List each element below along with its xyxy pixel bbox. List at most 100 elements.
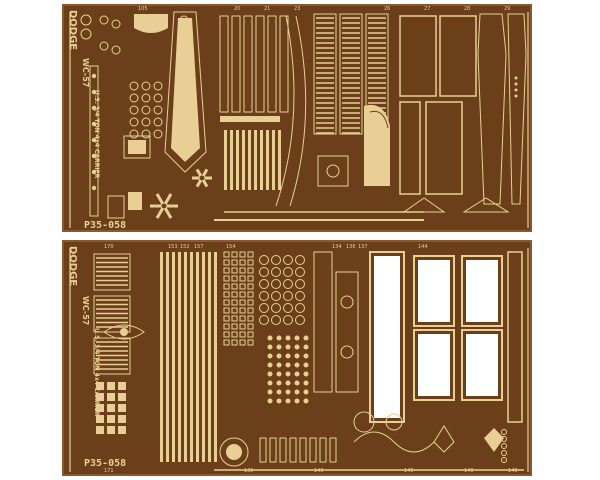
window-frame — [369, 251, 405, 423]
ring-part — [295, 255, 305, 265]
badge-part — [364, 104, 390, 186]
link-part — [239, 251, 246, 258]
small-washer — [129, 105, 139, 115]
rivet — [285, 353, 291, 359]
link-part — [247, 315, 254, 322]
part-number: 20 — [234, 6, 241, 12]
link-part — [223, 331, 230, 338]
bracket-part — [462, 197, 510, 213]
rivet — [276, 380, 282, 386]
ring-part — [271, 303, 281, 313]
link-part — [223, 259, 230, 266]
rivet — [294, 380, 300, 386]
part-number: 171 — [104, 468, 114, 474]
rivet — [294, 335, 300, 341]
small-tab — [96, 393, 104, 401]
part-number: 170 — [104, 244, 114, 250]
strip-part — [335, 271, 359, 393]
fret-top-subtitle: U.S. 3/4 TON 4x4 CARRIER — [93, 90, 100, 179]
ring-part — [259, 303, 269, 313]
rivet — [267, 335, 273, 341]
link-part — [231, 267, 238, 274]
box-part — [123, 135, 151, 159]
rail-part — [89, 65, 99, 217]
window-opening — [466, 334, 498, 396]
small-tab — [118, 426, 126, 434]
side-panel — [399, 15, 437, 97]
small-washer — [501, 450, 507, 456]
rivet — [285, 398, 291, 404]
ring-part — [271, 267, 281, 277]
ring-part — [283, 267, 293, 277]
small-washer — [153, 105, 163, 115]
small-washer — [153, 81, 163, 91]
rivet — [294, 398, 300, 404]
part-number: 134 — [332, 244, 342, 250]
strip-part — [313, 251, 333, 393]
grille-frame — [93, 295, 131, 333]
link-part — [231, 323, 238, 330]
small-tab — [107, 393, 115, 401]
link-part — [231, 291, 238, 298]
long-bar — [160, 252, 163, 462]
grille-frame — [339, 13, 363, 135]
part-number: 28 — [464, 6, 471, 12]
eye-part — [103, 324, 145, 340]
hole-part — [91, 105, 97, 111]
ring-part — [295, 267, 305, 277]
rivet — [294, 344, 300, 350]
hole-part — [91, 137, 97, 143]
fret-top-code: P35-058 — [84, 220, 127, 231]
bracket-part — [402, 197, 446, 213]
tab-part — [259, 437, 267, 463]
link-part — [231, 339, 238, 346]
ring-part — [259, 291, 269, 301]
small-washer — [501, 443, 507, 449]
fender-part — [477, 13, 507, 205]
link-part — [231, 275, 238, 282]
long-bar — [214, 252, 217, 462]
link-part — [231, 299, 238, 306]
small-washer — [501, 436, 507, 442]
rivet — [285, 362, 291, 368]
curved-arm — [275, 15, 295, 207]
small-washer — [141, 93, 151, 103]
part-number: 153 — [168, 244, 178, 250]
link-part — [223, 251, 230, 258]
part-number: 140 — [314, 468, 324, 474]
rivet — [303, 335, 309, 341]
rivet — [285, 389, 291, 395]
rivet — [303, 362, 309, 368]
strip-part — [219, 15, 229, 113]
link-part — [247, 259, 254, 266]
rivet — [285, 344, 291, 350]
wheel-part — [219, 437, 249, 467]
rivet — [303, 353, 309, 359]
small-tab — [96, 426, 104, 434]
window-frame — [461, 255, 503, 327]
washer-part — [99, 15, 109, 25]
ring-part — [259, 255, 269, 265]
ring-part — [340, 345, 354, 359]
link-part — [247, 299, 254, 306]
small-tab — [107, 415, 115, 423]
ring-part — [80, 28, 92, 40]
rivet — [514, 94, 518, 98]
rivet — [285, 380, 291, 386]
strip-part — [255, 15, 265, 113]
rivet — [294, 371, 300, 377]
link-part — [247, 323, 254, 330]
link-part — [231, 331, 238, 338]
link-part — [231, 283, 238, 290]
rivet — [276, 398, 282, 404]
link-part — [247, 267, 254, 274]
tab-part — [279, 437, 287, 463]
rivet — [267, 398, 273, 404]
rivet — [276, 362, 282, 368]
link-part — [231, 251, 238, 258]
part-number: 135 — [244, 468, 254, 474]
ring-part — [259, 279, 269, 289]
small-tab — [107, 404, 115, 412]
part-number: 145 — [404, 468, 414, 474]
box-part-fill — [128, 140, 146, 154]
